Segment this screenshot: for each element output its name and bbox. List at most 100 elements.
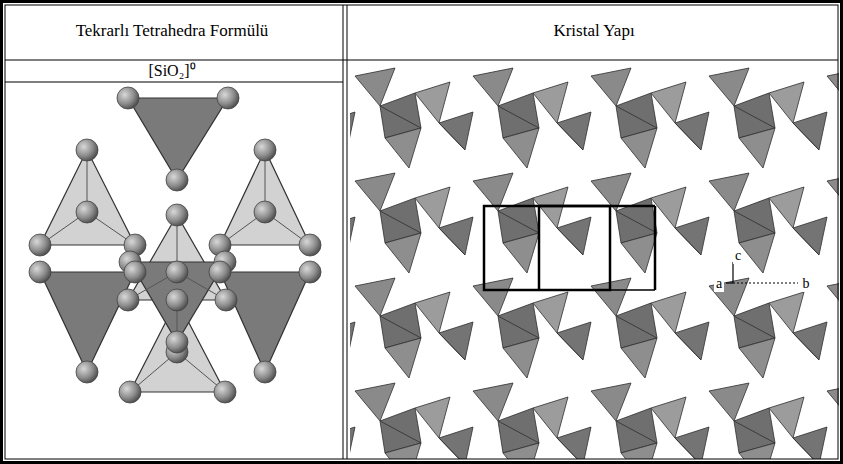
oxygen-sphere: [254, 139, 276, 161]
tetrahedron-edge: [557, 438, 583, 459]
oxygen-sphere: [117, 87, 139, 109]
tetrahedron: [385, 338, 421, 378]
tetrahedron-edge: [498, 106, 539, 128]
tetrahedron-edge: [557, 123, 583, 150]
tetrahedron: [591, 68, 631, 106]
tetrahedron-edge: [793, 333, 819, 360]
oxygen-sphere: [124, 261, 146, 283]
tetrahedron-edge: [439, 438, 465, 459]
oxygen-sphere: [76, 201, 98, 223]
oxygen-sphere: [29, 261, 51, 283]
tetrahedron-edge: [380, 316, 421, 338]
tetrahedron: [503, 338, 539, 378]
tetrahedron: [350, 112, 355, 150]
tetrahedron: [503, 233, 539, 273]
tetrahedron-edge: [130, 300, 225, 392]
oxygen-sphere: [217, 87, 239, 109]
table-cell: [SiO₂]⁰: [72, 62, 272, 80]
oxygen-sphere: [166, 331, 188, 353]
tetrahedron: [827, 173, 839, 211]
oxygen-sphere: [166, 289, 188, 311]
tetrahedron: [651, 82, 686, 123]
tetrahedron: [385, 128, 421, 168]
tetrahedron-edge: [439, 228, 465, 255]
tetrahedron: [557, 322, 591, 360]
tetrahedron: [415, 292, 450, 333]
tetrahedron: [40, 272, 135, 372]
tetrahedron: [739, 338, 775, 378]
tetrahedron-edge: [675, 123, 701, 150]
tetrahedra-figure: [29, 87, 321, 403]
axis-label: c: [733, 248, 743, 264]
tetrahedron: [385, 443, 421, 459]
oxygen-sphere: [29, 234, 51, 256]
tetrahedron: [769, 82, 804, 123]
tetrahedron: [533, 397, 568, 438]
tetrahedron: [350, 322, 355, 360]
tetrahedron-edge: [40, 150, 135, 245]
oxygen-sphere: [215, 289, 237, 311]
tetrahedron-edge: [616, 421, 657, 443]
tetrahedron: [621, 338, 657, 378]
oxygen-sphere: [254, 361, 276, 383]
tetrahedron: [350, 427, 355, 459]
tetrahedron-edge: [793, 123, 819, 150]
tetrahedron-edge: [439, 333, 465, 360]
tetrahedron: [651, 292, 686, 333]
oxygen-sphere: [299, 234, 321, 256]
oxygen-sphere: [254, 201, 276, 223]
tetrahedron: [739, 128, 775, 168]
oxygen-sphere: [76, 139, 98, 161]
tetrahedron: [557, 112, 591, 150]
tetrahedron-edge: [734, 106, 775, 128]
tetrahedron: [439, 322, 473, 360]
oxygen-sphere: [166, 204, 188, 226]
tetrahedron-edge: [793, 438, 819, 459]
oxygen-sphere: [117, 289, 139, 311]
tetrahedron: [739, 443, 775, 459]
tetrahedron-edge: [380, 211, 421, 233]
tetrahedron: [503, 128, 539, 168]
tetrahedron: [769, 397, 804, 438]
tetrahedron: [557, 427, 591, 459]
tetrahedron: [439, 427, 473, 459]
tetrahedron-edge: [734, 316, 775, 338]
tetrahedron-edge: [675, 438, 701, 459]
tetrahedron-edge: [498, 316, 539, 338]
tetrahedron: [355, 68, 395, 106]
tetrahedron: [793, 112, 827, 150]
tetrahedron-edge: [380, 421, 421, 443]
tetrahedron-edge: [557, 228, 583, 255]
axis-label: a: [714, 276, 724, 292]
tetrahedron: [709, 383, 749, 421]
oxygen-sphere: [119, 381, 141, 403]
tetrahedron-edge: [498, 211, 539, 233]
tetrahedron-edge: [616, 106, 657, 128]
tetrahedron: [355, 383, 395, 421]
tetrahedron: [651, 397, 686, 438]
tetrahedron-edge: [675, 228, 701, 255]
tetrahedron: [557, 217, 591, 255]
tetrahedron-edge: [439, 123, 465, 150]
tetrahedron-edge: [128, 215, 226, 300]
axis-label: b: [801, 276, 812, 292]
oxygen-sphere: [166, 261, 188, 283]
tetrahedron: [220, 272, 310, 372]
tetrahedron: [350, 217, 355, 255]
tetrahedron: [675, 427, 709, 459]
tetrahedron: [709, 173, 749, 211]
tetrahedron: [769, 292, 804, 333]
tetrahedron: [621, 128, 657, 168]
tetrahedron: [533, 292, 568, 333]
oxygen-sphere: [209, 261, 231, 283]
tetrahedron: [355, 173, 395, 211]
tetrahedron: [621, 443, 657, 459]
tetrahedron-edge: [616, 211, 657, 233]
tetrahedron-edge: [675, 333, 701, 360]
tetrahedron: [439, 217, 473, 255]
tetrahedron: [128, 98, 228, 180]
tetrahedron: [709, 68, 749, 106]
tetrahedron: [827, 68, 839, 106]
